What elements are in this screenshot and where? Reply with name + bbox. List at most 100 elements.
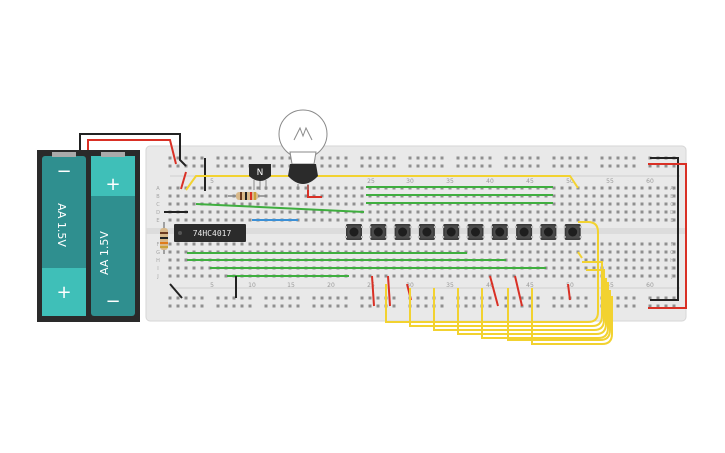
breadboard-hole[interactable] xyxy=(608,194,612,198)
breadboard-hole[interactable] xyxy=(440,296,444,300)
breadboard-hole[interactable] xyxy=(344,194,348,198)
breadboard-hole[interactable] xyxy=(536,164,540,168)
breadboard-hole[interactable] xyxy=(648,296,652,300)
breadboard-hole[interactable] xyxy=(600,242,604,246)
breadboard-hole[interactable] xyxy=(624,210,628,214)
breadboard-hole[interactable] xyxy=(352,274,356,278)
breadboard-hole[interactable] xyxy=(632,202,636,206)
breadboard-hole[interactable] xyxy=(672,258,676,262)
breadboard-hole[interactable] xyxy=(512,274,516,278)
breadboard-hole[interactable] xyxy=(464,156,468,160)
breadboard-hole[interactable] xyxy=(392,210,396,214)
breadboard-hole[interactable] xyxy=(264,156,268,160)
breadboard-hole[interactable] xyxy=(256,242,260,246)
breadboard-hole[interactable] xyxy=(552,186,556,190)
breadboard-hole[interactable] xyxy=(192,242,196,246)
breadboard-hole[interactable] xyxy=(376,242,380,246)
breadboard-hole[interactable] xyxy=(248,296,252,300)
breadboard-hole[interactable] xyxy=(560,304,564,308)
breadboard-hole[interactable] xyxy=(224,218,228,222)
breadboard-hole[interactable] xyxy=(368,164,372,168)
breadboard-hole[interactable] xyxy=(232,202,236,206)
breadboard-hole[interactable] xyxy=(448,274,452,278)
breadboard-hole[interactable] xyxy=(400,274,404,278)
breadboard-hole[interactable] xyxy=(672,250,676,254)
breadboard-hole[interactable] xyxy=(224,242,228,246)
breadboard-hole[interactable] xyxy=(312,202,316,206)
breadboard-hole[interactable] xyxy=(536,296,540,300)
breadboard-hole[interactable] xyxy=(176,274,180,278)
breadboard-hole[interactable] xyxy=(584,296,588,300)
breadboard-hole[interactable] xyxy=(184,304,188,308)
breadboard-hole[interactable] xyxy=(632,210,636,214)
breadboard-hole[interactable] xyxy=(552,258,556,262)
breadboard-hole[interactable] xyxy=(360,274,364,278)
breadboard-hole[interactable] xyxy=(392,304,396,308)
breadboard-hole[interactable] xyxy=(272,202,276,206)
breadboard-hole[interactable] xyxy=(384,274,388,278)
breadboard-hole[interactable] xyxy=(664,304,668,308)
breadboard-hole[interactable] xyxy=(232,210,236,214)
breadboard-hole[interactable] xyxy=(600,164,604,168)
breadboard-hole[interactable] xyxy=(320,164,324,168)
breadboard-hole[interactable] xyxy=(576,202,580,206)
breadboard-hole[interactable] xyxy=(224,304,228,308)
breadboard-hole[interactable] xyxy=(600,186,604,190)
breadboard-hole[interactable] xyxy=(576,266,580,270)
breadboard-hole[interactable] xyxy=(216,274,220,278)
breadboard-hole[interactable] xyxy=(672,186,676,190)
breadboard-hole[interactable] xyxy=(200,266,204,270)
breadboard-hole[interactable] xyxy=(304,202,308,206)
breadboard-hole[interactable] xyxy=(368,296,372,300)
breadboard-hole[interactable] xyxy=(392,156,396,160)
breadboard-hole[interactable] xyxy=(232,242,236,246)
breadboard-hole[interactable] xyxy=(248,202,252,206)
breadboard-hole[interactable] xyxy=(632,186,636,190)
breadboard-hole[interactable] xyxy=(664,218,668,222)
breadboard-hole[interactable] xyxy=(384,164,388,168)
breadboard-hole[interactable] xyxy=(560,156,564,160)
breadboard-hole[interactable] xyxy=(576,296,580,300)
breadboard-hole[interactable] xyxy=(424,242,428,246)
breadboard-hole[interactable] xyxy=(512,164,516,168)
breadboard-hole[interactable] xyxy=(648,242,652,246)
breadboard-hole[interactable] xyxy=(496,250,500,254)
breadboard-hole[interactable] xyxy=(576,242,580,246)
breadboard-hole[interactable] xyxy=(664,202,668,206)
breadboard-hole[interactable] xyxy=(592,266,596,270)
breadboard-hole[interactable] xyxy=(480,250,484,254)
breadboard-hole[interactable] xyxy=(208,186,212,190)
breadboard-hole[interactable] xyxy=(640,194,644,198)
breadboard-hole[interactable] xyxy=(504,218,508,222)
breadboard-hole[interactable] xyxy=(592,194,596,198)
breadboard-hole[interactable] xyxy=(320,296,324,300)
breadboard-hole[interactable] xyxy=(400,242,404,246)
breadboard-hole[interactable] xyxy=(168,304,172,308)
breadboard-hole[interactable] xyxy=(608,258,612,262)
breadboard-hole[interactable] xyxy=(216,242,220,246)
breadboard-hole[interactable] xyxy=(192,202,196,206)
breadboard-hole[interactable] xyxy=(312,242,316,246)
breadboard-hole[interactable] xyxy=(224,194,228,198)
breadboard-hole[interactable] xyxy=(656,258,660,262)
breadboard-hole[interactable] xyxy=(176,242,180,246)
breadboard-hole[interactable] xyxy=(216,194,220,198)
breadboard-hole[interactable] xyxy=(328,156,332,160)
breadboard-hole[interactable] xyxy=(272,242,276,246)
breadboard-hole[interactable] xyxy=(656,242,660,246)
breadboard-hole[interactable] xyxy=(528,218,532,222)
breadboard-hole[interactable] xyxy=(440,304,444,308)
breadboard-hole[interactable] xyxy=(360,242,364,246)
breadboard-hole[interactable] xyxy=(168,202,172,206)
breadboard-hole[interactable] xyxy=(656,218,660,222)
breadboard-hole[interactable] xyxy=(376,218,380,222)
breadboard-hole[interactable] xyxy=(440,210,444,214)
breadboard-hole[interactable] xyxy=(472,164,476,168)
breadboard-hole[interactable] xyxy=(656,194,660,198)
breadboard-hole[interactable] xyxy=(248,186,252,190)
breadboard-hole[interactable] xyxy=(320,202,324,206)
breadboard-hole[interactable] xyxy=(520,296,524,300)
breadboard-hole[interactable] xyxy=(560,250,564,254)
breadboard-hole[interactable] xyxy=(240,186,244,190)
